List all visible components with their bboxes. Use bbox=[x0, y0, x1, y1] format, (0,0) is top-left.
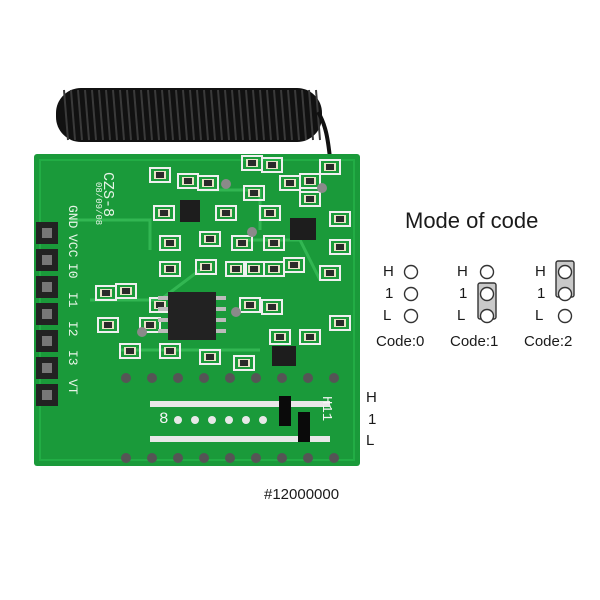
legend-title: Mode of code bbox=[405, 208, 539, 233]
pin-label: I1 bbox=[65, 292, 80, 308]
code-caption: Code:2 bbox=[524, 333, 573, 350]
jumper-count-label: 8 bbox=[159, 410, 169, 428]
header-pins bbox=[36, 222, 58, 406]
legend-row-label: H bbox=[535, 263, 546, 280]
transistor-3 bbox=[272, 346, 296, 366]
transistor-2 bbox=[290, 218, 316, 240]
antenna-coil bbox=[56, 88, 332, 159]
code-legend bbox=[403, 260, 575, 324]
jumper-level-label: H11 bbox=[318, 396, 334, 422]
solder-pads bbox=[121, 373, 339, 463]
part-number: #12000000 bbox=[264, 486, 340, 503]
pin-label: I0 bbox=[65, 263, 80, 279]
ic-chip bbox=[168, 292, 216, 340]
pin-label: I3 bbox=[65, 350, 80, 366]
legend-row-label: L bbox=[535, 307, 544, 324]
pin-label: GND bbox=[65, 205, 80, 229]
legend-row-label: H bbox=[383, 263, 394, 280]
transistor-1 bbox=[180, 200, 200, 222]
jumper-bridge-1 bbox=[279, 396, 291, 426]
pin-label: I2 bbox=[65, 321, 80, 337]
side-label-l: L bbox=[366, 432, 375, 449]
legend-row-label: 1 bbox=[459, 285, 468, 302]
side-label-1: 1 bbox=[368, 411, 377, 428]
smd-components bbox=[95, 155, 351, 371]
jumper-strip-bottom bbox=[150, 436, 330, 442]
legend-row-label: 1 bbox=[385, 285, 394, 302]
jumper-bridge-2 bbox=[298, 412, 310, 442]
jumper-strip-top bbox=[150, 401, 330, 407]
code-caption: Code:0 bbox=[376, 333, 425, 350]
pin-label: VCC bbox=[65, 234, 80, 258]
legend-row-label: H bbox=[457, 263, 468, 280]
board-date: 08/09/08 bbox=[93, 182, 103, 226]
legend-row-label: 1 bbox=[537, 285, 546, 302]
pin-label: VT bbox=[65, 379, 80, 395]
legend-row-label: L bbox=[457, 307, 466, 324]
legend-row-label: L bbox=[383, 307, 392, 324]
side-label-h: H bbox=[366, 389, 377, 406]
code-caption: Code:1 bbox=[450, 333, 499, 350]
